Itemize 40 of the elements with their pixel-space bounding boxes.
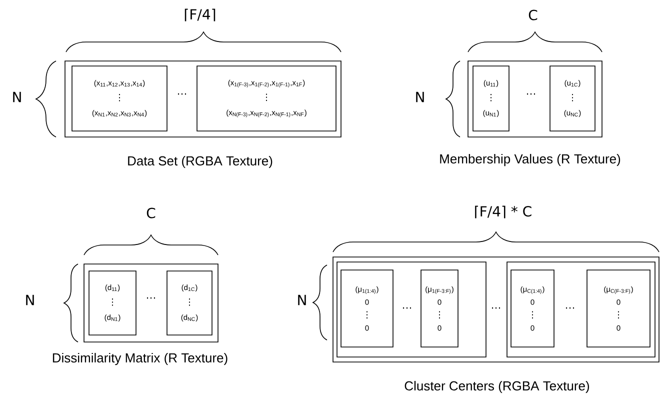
dimension-label: N bbox=[298, 294, 306, 306]
box-label: Cluster Centers (RGBA Texture) bbox=[404, 380, 590, 394]
vertical-ellipsis: ⋮ bbox=[439, 311, 440, 318]
ellipsis: … bbox=[566, 307, 574, 309]
vertical-ellipsis: ⋮ bbox=[572, 94, 573, 102]
dimension-label: N bbox=[26, 294, 34, 306]
ellipsis: … bbox=[492, 307, 500, 309]
dimension-label: N bbox=[13, 92, 21, 102]
ellipsis: … bbox=[403, 307, 411, 309]
column-box bbox=[550, 66, 596, 132]
group-box bbox=[336, 262, 486, 358]
column-box bbox=[340, 270, 394, 348]
column-box bbox=[72, 66, 168, 132]
dimension-label: ⌈F/4⌉ * C bbox=[475, 206, 532, 218]
column-box bbox=[166, 270, 212, 336]
vertical-ellipsis: ⋮ bbox=[532, 311, 533, 318]
box-label: Dissimilarity Matrix (R Texture) bbox=[52, 352, 228, 366]
dimension-label: C bbox=[146, 208, 156, 218]
vertical-ellipsis: ⋮ bbox=[366, 311, 368, 318]
column-box bbox=[472, 66, 510, 132]
box-label: Membership Values (R Texture) bbox=[440, 154, 620, 166]
group-box bbox=[506, 262, 656, 358]
vertical-ellipsis: ⋮ bbox=[490, 94, 492, 102]
column-box bbox=[586, 270, 650, 348]
dimension-label: ⌈F/4⌉ bbox=[184, 8, 216, 22]
box-label: Data Set (RGBA Texture) bbox=[128, 156, 272, 168]
ellipsis: … bbox=[147, 297, 155, 299]
column-box bbox=[420, 270, 458, 348]
ellipsis: … bbox=[527, 93, 535, 95]
dimension-label: N bbox=[416, 92, 424, 102]
vertical-ellipsis: ⋮ bbox=[618, 311, 619, 318]
vertical-ellipsis: ⋮ bbox=[112, 298, 113, 306]
ellipsis: … bbox=[178, 93, 186, 95]
vertical-ellipsis: ⋮ bbox=[119, 94, 120, 102]
column-box bbox=[88, 270, 136, 336]
vertical-ellipsis: ⋮ bbox=[266, 94, 267, 101]
vertical-ellipsis: ⋮ bbox=[189, 298, 190, 306]
column-box bbox=[196, 66, 336, 132]
column-box bbox=[510, 270, 554, 348]
dimension-label: C bbox=[528, 10, 538, 20]
